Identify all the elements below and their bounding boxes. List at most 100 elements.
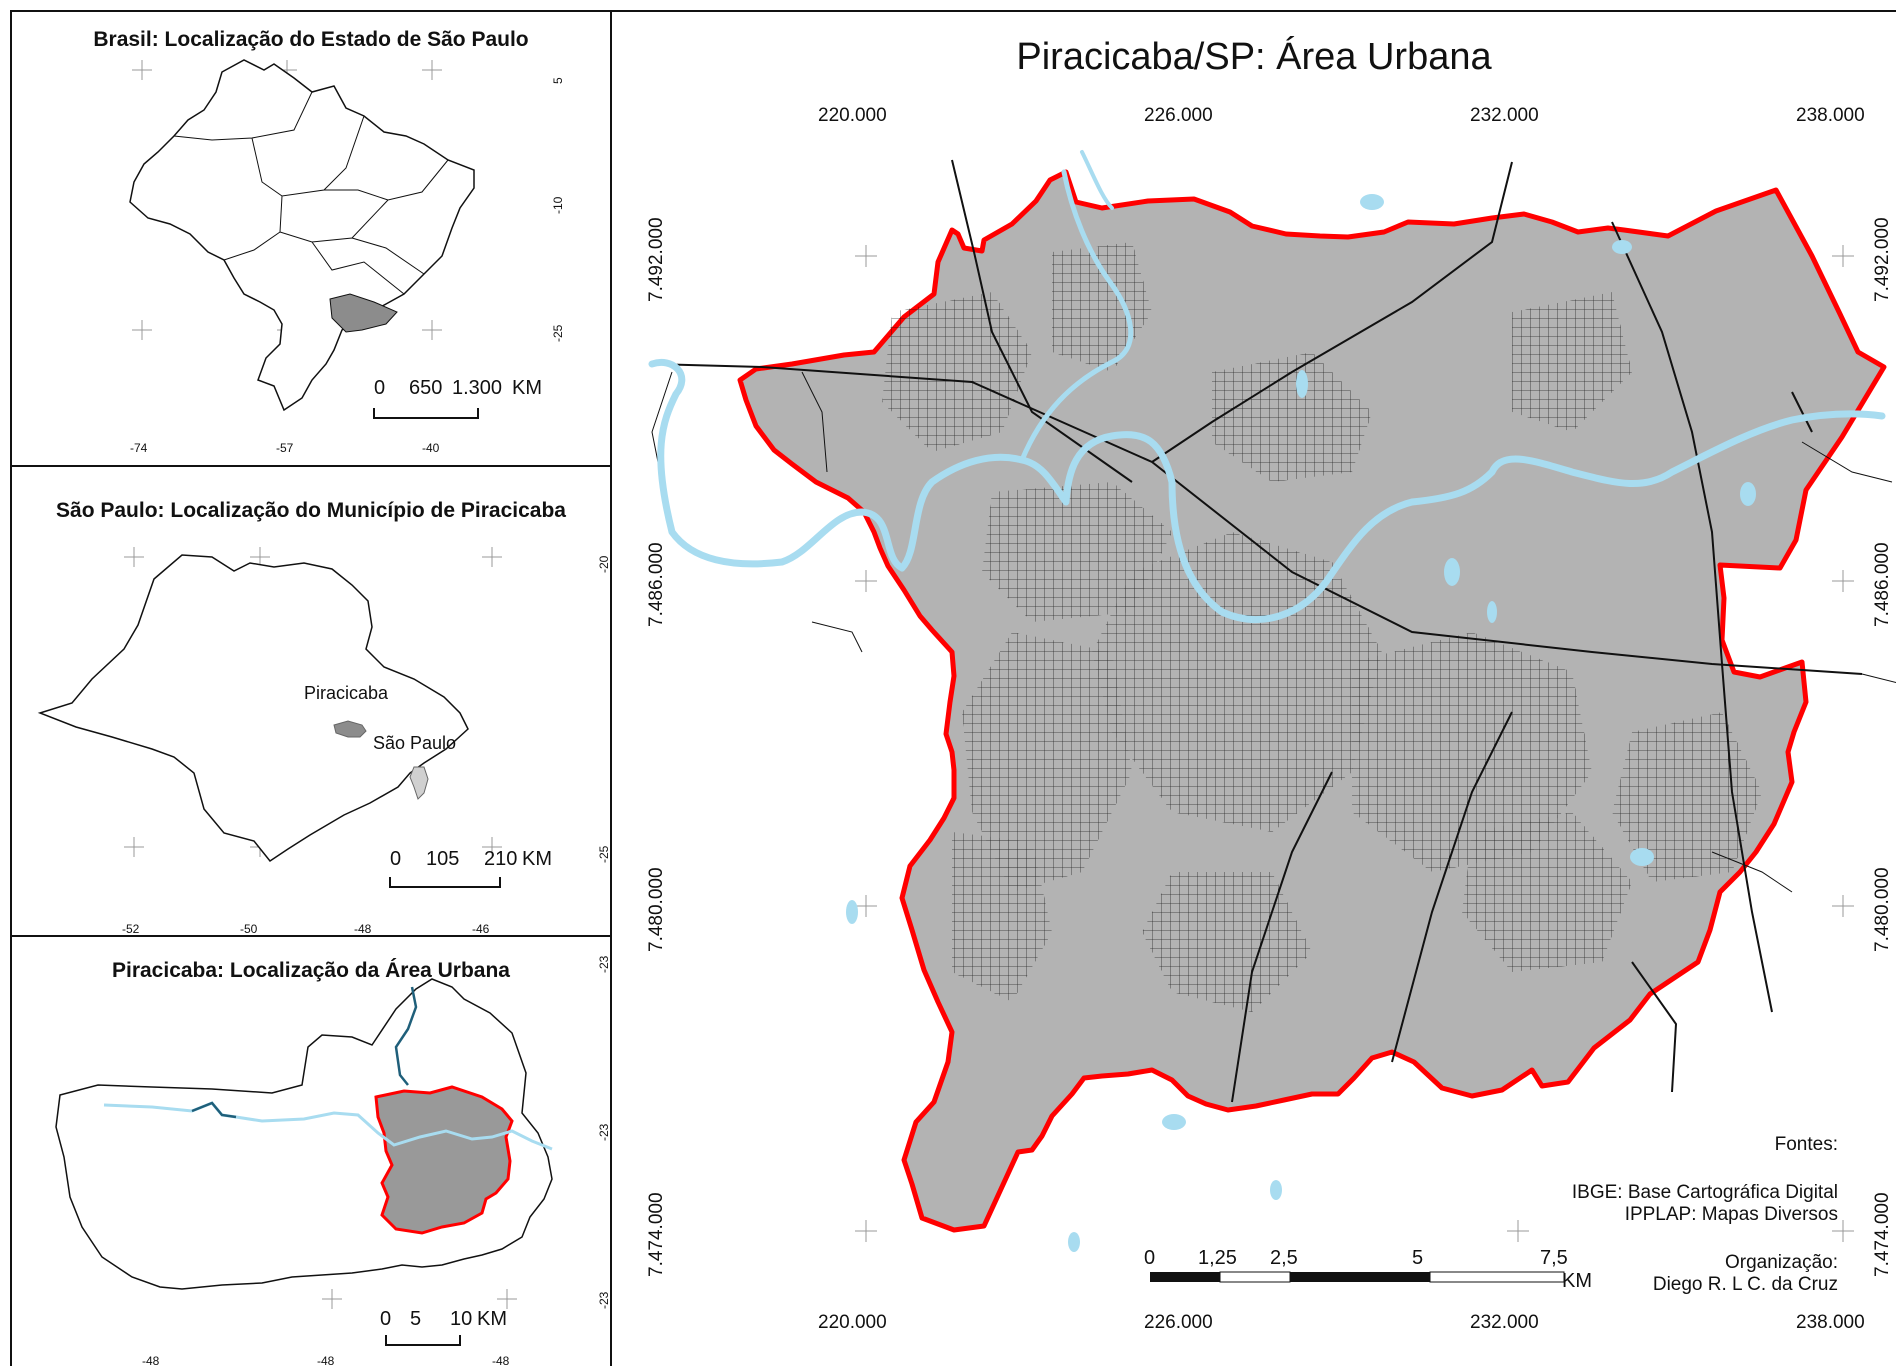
scalebar-label: 2,5 [1270,1247,1298,1269]
piracicaba-municipality [333,720,367,738]
main-scalebar: 0 1,25 2,5 5 7,5 KM [1144,1247,1592,1292]
sp-panel-title: São Paulo: Localização do Município de P… [56,499,566,522]
x-tick-label: 220.000 [818,105,887,126]
sp-x-tick-labels: -52 -50 -48 -46 [122,922,490,936]
piracicaba-panel-title: Piracicaba: Localização da Área Urbana [111,959,510,982]
urban-area-map: 220.000 226.000 232.000 238.000 220.000 … [646,105,1896,1333]
y-tick-label: -25 [551,324,565,342]
scalebar-unit: KM [1562,1270,1592,1292]
y-tick-label: -20 [597,555,611,573]
x-tick-label: -48 [492,1354,510,1366]
y-tick-label: -23 [597,955,611,973]
y-tick-label: 7.474.000 [646,1192,667,1277]
y-tick-label: 7.486.000 [1872,542,1893,627]
sao-paulo-map: Piracicaba São Paulo 0 105 210 KM -52 -5… [37,547,611,936]
x-tick-label: 226.000 [1144,105,1213,126]
sources-title: Fontes: [1775,1134,1838,1155]
y-tick-label: 5 [551,77,565,84]
river-tributary [1019,169,1134,463]
scalebar-label: 1.300 [452,377,502,399]
sao-paulo-municipality [409,766,429,800]
piracicaba-river-dark [191,986,418,1119]
sao-paulo-state-outline [37,554,469,863]
y-tick-label: -25 [597,845,611,863]
y-tick-label: 7.492.000 [1872,217,1893,302]
x-tick-label: -40 [422,441,440,455]
x-tick-label: -74 [130,441,148,455]
scalebar-unit: KM [522,848,552,870]
scalebar-label: 10 [450,1308,472,1330]
piracicaba-y-tick-labels: -23 -23 -23 [597,955,611,1309]
y-tick-label: 7.474.000 [1872,1192,1893,1277]
brasil-x-tick-labels: -74 -57 -40 [130,441,440,455]
urban-area-main-map-panel: Piracicaba/SP: Área Urbana [610,10,1896,1366]
state-borders [173,91,449,295]
sao-paulo-inset-panel: São Paulo: Localização do Município de P… [10,465,612,937]
source-line: IBGE: Base Cartográfica Digital [1572,1182,1838,1203]
brasil-y-tick-labels: 5 -10 -25 [551,77,565,342]
scalebar-label: 5 [410,1308,421,1330]
brazil-outline [129,59,475,412]
x-tick-label: -48 [317,1354,335,1366]
x-tick-label: 220.000 [818,1312,887,1333]
x-tick-label: -48 [354,922,372,936]
y-tick-label: 7.492.000 [646,217,667,302]
piracicaba-scalebar: 0 5 10 KM [380,1308,507,1346]
x-tick-label: 226.000 [1144,1312,1213,1333]
piracicaba-river [648,359,1886,623]
scalebar-label: 105 [426,848,459,870]
urban-area-highlight [374,1085,514,1235]
graticule-crosses [855,245,1854,1242]
scalebar-label: 0 [374,377,385,399]
brasil-map: 0 650 1.300 KM -74 -57 -40 5 -10 -25 [129,59,565,455]
x-tick-label: -46 [472,922,490,936]
scalebar-unit: KM [512,377,542,399]
scalebar-label: 0 [380,1308,391,1330]
map-credits: Fontes: IBGE: Base Cartográfica Digital … [1572,1134,1838,1295]
x-tick-label: -50 [240,922,258,936]
brasil-inset-panel: Brasil: Localização do Estado de São Pau… [10,10,612,467]
x-tick-label: 238.000 [1796,1312,1865,1333]
y-tick-label: 7.480.000 [646,867,667,952]
piracicaba-x-tick-labels: -48 -48 -48 [142,1354,510,1366]
scalebar-label: 7,5 [1540,1247,1568,1269]
source-line: IPPLAP: Mapas Diversos [1625,1204,1838,1225]
scalebar-label: 210 [484,848,517,870]
y-tick-label: 7.486.000 [646,542,667,627]
scalebar-unit: KM [477,1308,507,1330]
scalebar-label: 0 [390,848,401,870]
main-y-tick-labels-left: 7.492.000 7.486.000 7.480.000 7.474.000 [646,217,667,1277]
place-label-piracicaba: Piracicaba [304,683,389,703]
x-tick-label: 232.000 [1470,105,1539,126]
y-tick-label: -23 [597,1123,611,1141]
water-bodies [846,194,1756,1252]
place-label-sao-paulo: São Paulo [373,733,456,753]
roads [651,159,1863,1103]
sao-paulo-state-highlight [329,293,398,333]
sp-scalebar: 0 105 210 KM [389,848,552,888]
scalebar-label: 650 [409,377,442,399]
sp-y-tick-labels: -20 -25 [597,555,611,863]
y-tick-label: -10 [551,196,565,214]
piracicaba-inset-panel: Piracicaba: Localização da Área Urbana 0… [10,935,612,1366]
organization-name: Diego R. L C. da Cruz [1653,1274,1838,1295]
main-x-tick-labels-bottom: 220.000 226.000 232.000 238.000 [818,1312,1865,1333]
scalebar-label: 0 [1144,1247,1155,1269]
piracicaba-municipality-map: 0 5 10 KM -48 -48 -48 -23 -23 -23 [55,955,611,1366]
organization-title: Organização: [1725,1252,1838,1273]
x-tick-label: -57 [276,441,294,455]
y-tick-label: -23 [597,1291,611,1309]
scalebar-label: 5 [1412,1247,1423,1269]
main-map-title: Piracicaba/SP: Área Urbana [1016,36,1492,78]
x-tick-label: 232.000 [1470,1312,1539,1333]
scalebar-label: 1,25 [1198,1247,1237,1269]
river-tributary-north [1080,150,1114,210]
brasil-scalebar: 0 650 1.300 KM [373,377,542,419]
x-tick-label: -52 [122,922,140,936]
street-network [882,242,1762,1012]
main-x-tick-labels-top: 220.000 226.000 232.000 238.000 [818,105,1865,126]
brasil-panel-title: Brasil: Localização do Estado de São Pau… [93,28,529,51]
x-tick-label: -48 [142,1354,160,1366]
main-y-tick-labels-right: 7.492.000 7.486.000 7.480.000 7.474.000 [1872,217,1893,1277]
x-tick-label: 238.000 [1796,105,1865,126]
